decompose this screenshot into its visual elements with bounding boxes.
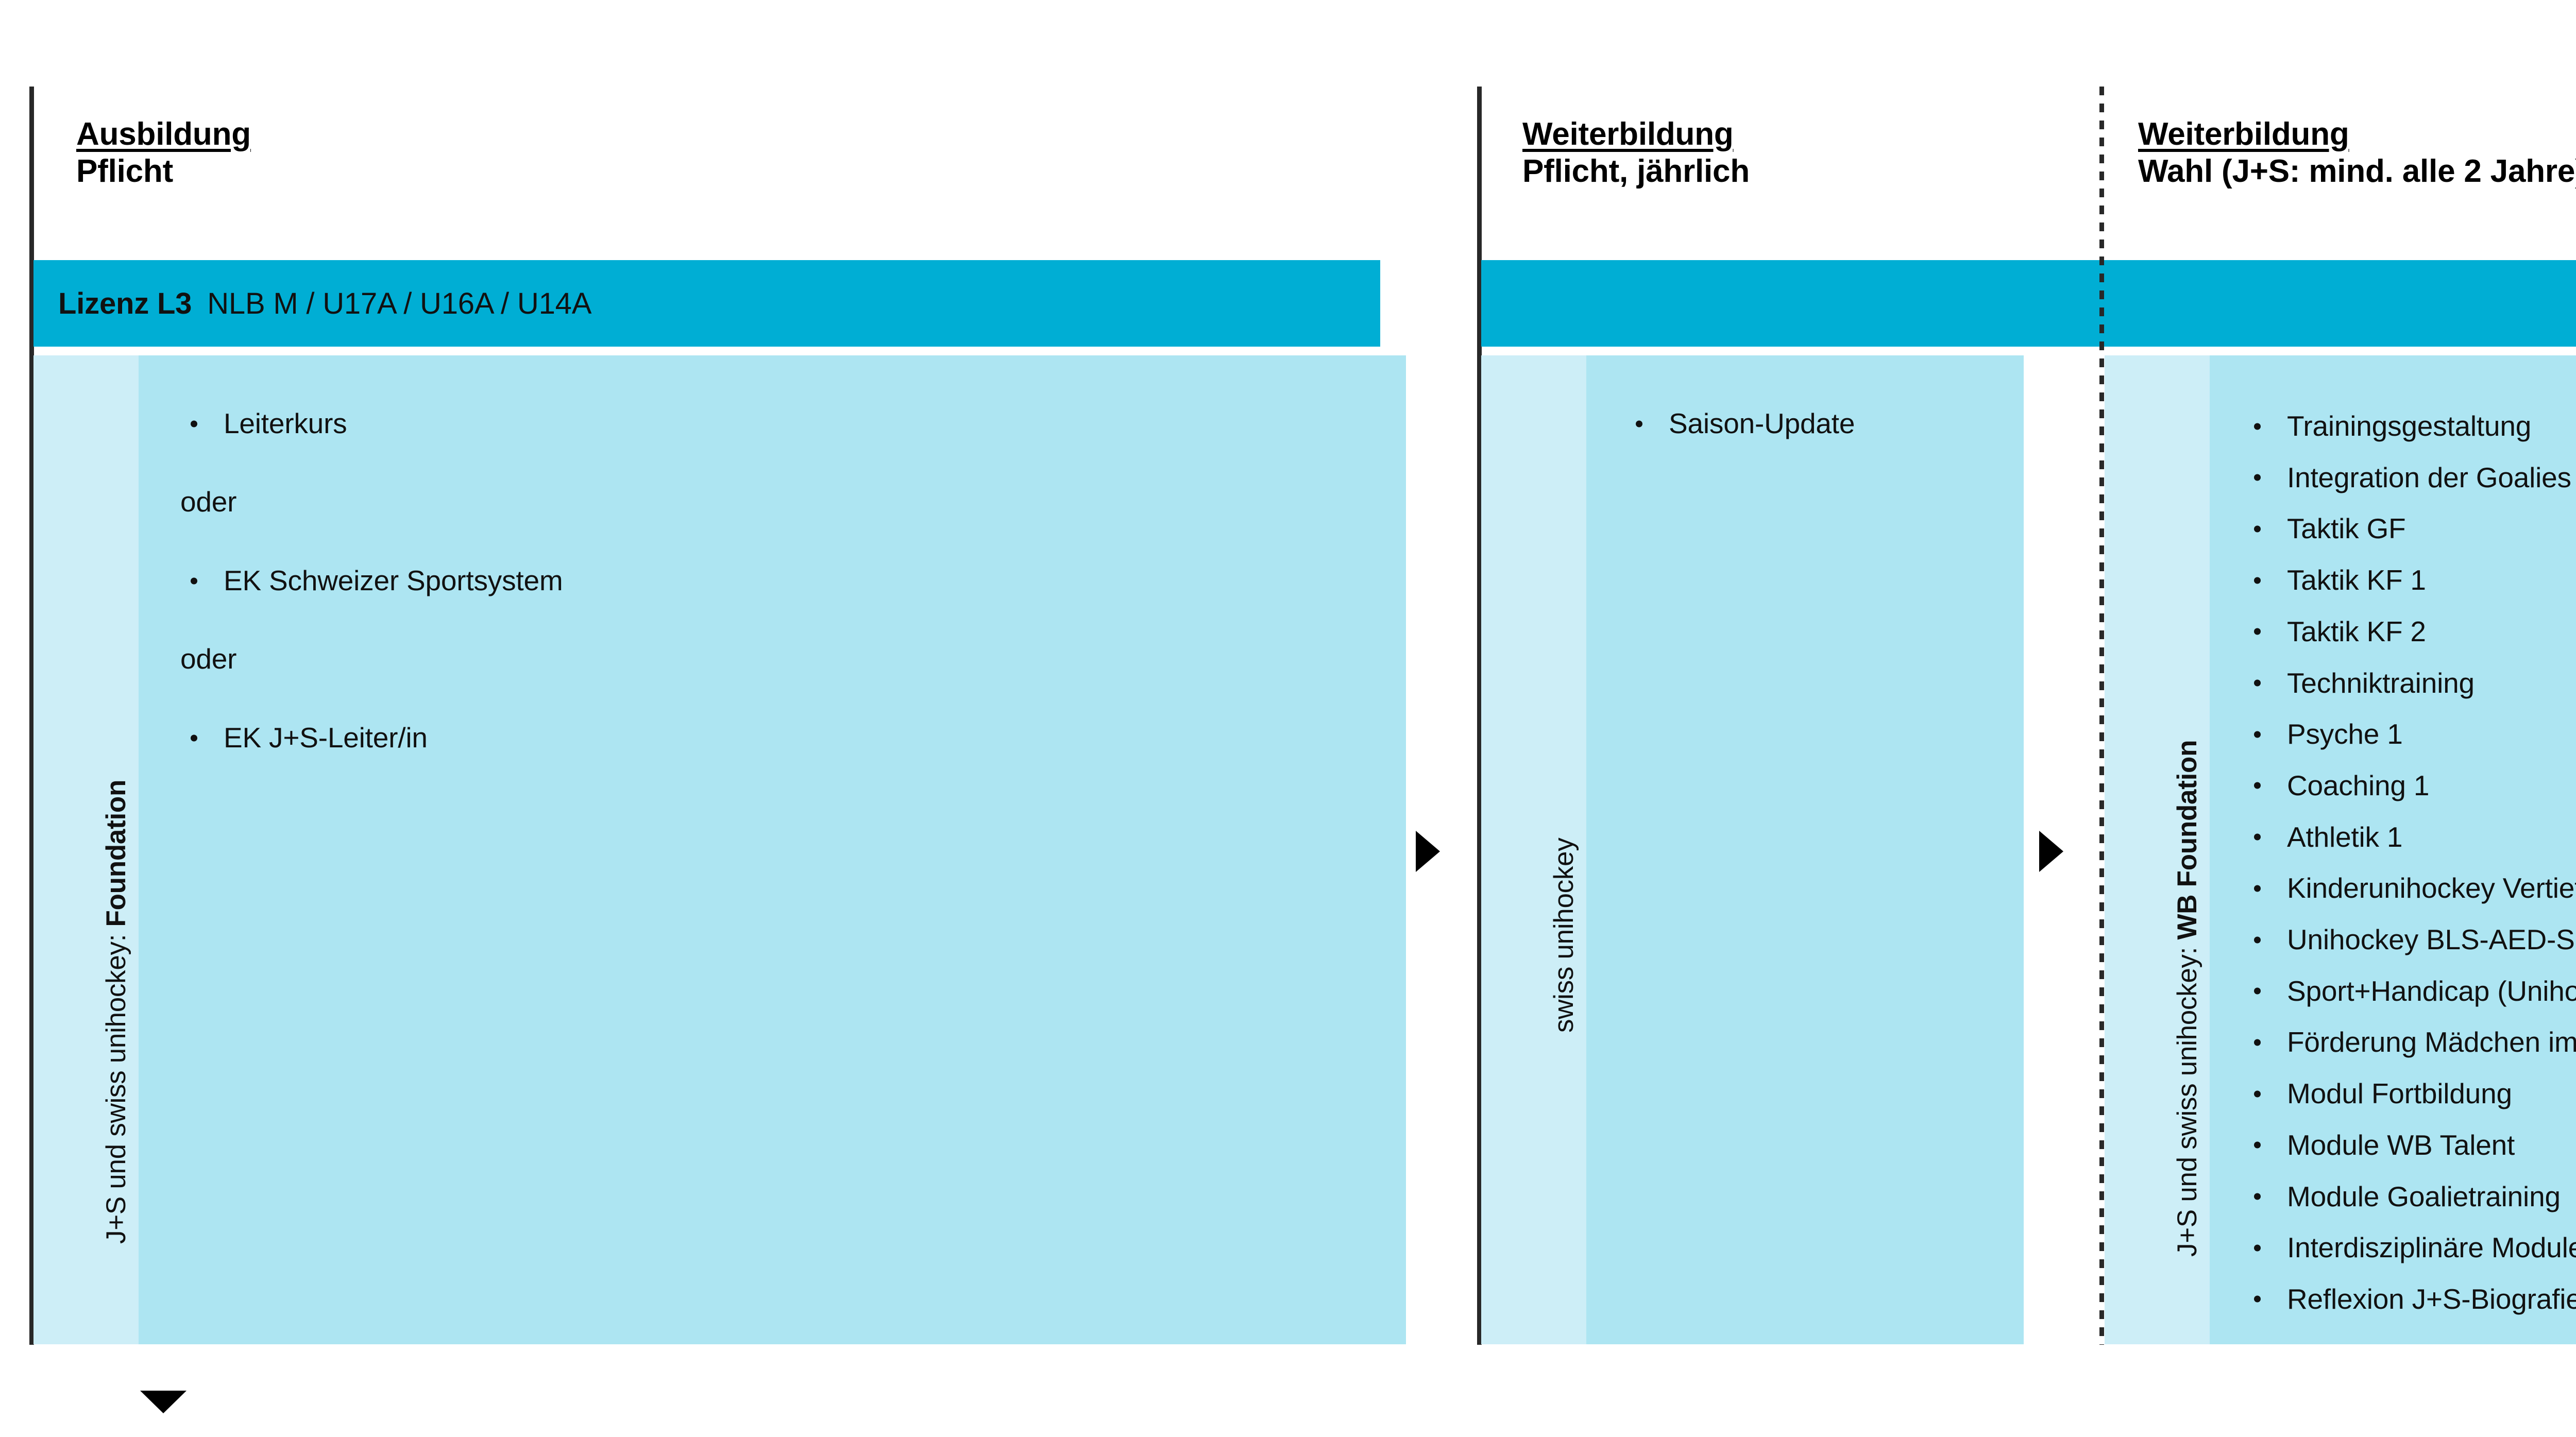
column-divider-weiterbildung-pflicht bbox=[1477, 87, 1482, 1345]
list-item[interactable]: Leiterkurs bbox=[180, 409, 563, 438]
list-connector: oder bbox=[180, 643, 237, 675]
vertical-label-ausbildung: J+S und swiss unihockey: Foundation bbox=[100, 780, 132, 1244]
column-header-weiterbildung-wahl: Weiterbildung Wahl (J+S: mind. alle 2 Ja… bbox=[2138, 116, 2576, 190]
flow-arrow-2-icon bbox=[2039, 831, 2063, 872]
column-subtitle-weiterbildung-pflicht: Pflicht, jährlich bbox=[1522, 153, 1750, 189]
list-item[interactable]: Coaching 1 bbox=[2244, 771, 2576, 800]
list-item[interactable]: Modul Fortbildung bbox=[2244, 1080, 2576, 1108]
list-item[interactable]: Psyche 1 bbox=[2244, 720, 2576, 748]
column-title-ausbildung: Ausbildung bbox=[76, 116, 251, 152]
item-list-weiterbildung-wahl: Trainingsgestaltung Integration der Goal… bbox=[2244, 412, 2576, 1313]
list-item[interactable]: EK J+S-Leiter/in bbox=[180, 724, 563, 752]
license-value: NLB M / U17A / U16A / U14A bbox=[207, 286, 592, 320]
spacer bbox=[180, 595, 563, 645]
panel-body-ausbildung bbox=[139, 355, 1406, 1344]
column-subtitle-ausbildung: Pflicht bbox=[76, 153, 174, 189]
column-title-weiterbildung-pflicht: Weiterbildung bbox=[1522, 116, 1734, 152]
list-item[interactable]: Saison-Update bbox=[1625, 409, 1855, 438]
column-title-weiterbildung-wahl: Weiterbildung bbox=[2138, 116, 2349, 152]
list-item[interactable]: Sport+Handicap (Unihockey) bbox=[2244, 977, 2576, 1005]
list-item[interactable]: Module WB Talent bbox=[2244, 1131, 2576, 1159]
panel-strip-weiterbildung-pflicht bbox=[1481, 355, 1586, 1344]
license-bar-weiterbildung-wahl bbox=[2105, 260, 2576, 347]
flow-arrow-1-icon bbox=[1416, 831, 1440, 872]
list-item[interactable]: Taktik KF 2 bbox=[2244, 617, 2576, 646]
column-subtitle-weiterbildung-wahl: Wahl (J+S: mind. alle 2 Jahre) bbox=[2138, 153, 2576, 189]
panel-body-weiterbildung-pflicht bbox=[1586, 355, 2024, 1344]
list-item[interactable]: Taktik GF bbox=[2244, 515, 2576, 543]
list-item[interactable]: Module Goalietraining bbox=[2244, 1182, 2576, 1211]
column-header-ausbildung: Ausbildung Pflicht bbox=[76, 116, 251, 190]
spacer bbox=[180, 438, 563, 488]
vertical-label-prefix-ausbildung: J+S und swiss unihockey: bbox=[101, 927, 131, 1244]
vertical-label-prefix-weiterbildung-wahl: J+S und swiss unihockey: bbox=[2172, 939, 2202, 1257]
vertical-label-prefix-weiterbildung-pflicht: swiss unihockey bbox=[1549, 837, 1579, 1033]
list-item[interactable]: Kinderunihockey Vertiefung bbox=[2244, 874, 2576, 902]
panel-strip-weiterbildung-wahl bbox=[2105, 355, 2210, 1344]
vertical-label-weiterbildung-wahl: J+S und swiss unihockey: WB Foundation bbox=[2172, 740, 2203, 1257]
list-connector: oder bbox=[180, 486, 237, 518]
list-item[interactable]: Trainingsgestaltung bbox=[2244, 412, 2576, 440]
list-item[interactable]: Athletik 1 bbox=[2244, 823, 2576, 851]
license-label: Lizenz L3 bbox=[58, 286, 192, 320]
continue-down-arrow-icon bbox=[140, 1391, 187, 1413]
license-bar-weiterbildung-pflicht bbox=[1481, 260, 2105, 347]
column-divider-weiterbildung-wahl bbox=[2099, 87, 2104, 1345]
column-header-weiterbildung-pflicht: Weiterbildung Pflicht, jährlich bbox=[1522, 116, 1750, 190]
license-bar-ausbildung: Lizenz L3 NLB M / U17A / U16A / U14A bbox=[33, 260, 1380, 347]
list-item[interactable]: EK Schweizer Sportsystem bbox=[180, 567, 563, 595]
list-item[interactable]: Förderung Mädchen im UH bbox=[2244, 1028, 2576, 1056]
spacer bbox=[180, 516, 563, 567]
list-item[interactable]: Taktik KF 1 bbox=[2244, 566, 2576, 594]
list-item[interactable]: Unihockey BLS-AED-SRC bbox=[2244, 926, 2576, 954]
item-list-ausbildung: Leiterkurs oder EK Schweizer Sportsystem… bbox=[180, 409, 563, 752]
list-item[interactable]: Techniktraining bbox=[2244, 669, 2576, 697]
vertical-label-strong-ausbildung: Foundation bbox=[101, 779, 131, 927]
list-item[interactable]: Reflexion J+S-Biografie bbox=[2244, 1285, 2576, 1313]
spacer bbox=[180, 673, 563, 724]
vertical-label-strong-weiterbildung-wahl: WB Foundation bbox=[2172, 740, 2202, 940]
list-item[interactable]: Interdisziplinäre Module bbox=[2244, 1234, 2576, 1262]
vertical-label-weiterbildung-pflicht: swiss unihockey bbox=[1548, 838, 1580, 1033]
column-divider-ausbildung bbox=[29, 87, 34, 1345]
list-item[interactable]: Integration der Goalies bbox=[2244, 463, 2576, 492]
panel-strip-ausbildung bbox=[33, 355, 139, 1344]
item-list-weiterbildung-pflicht: Saison-Update bbox=[1625, 409, 1855, 438]
